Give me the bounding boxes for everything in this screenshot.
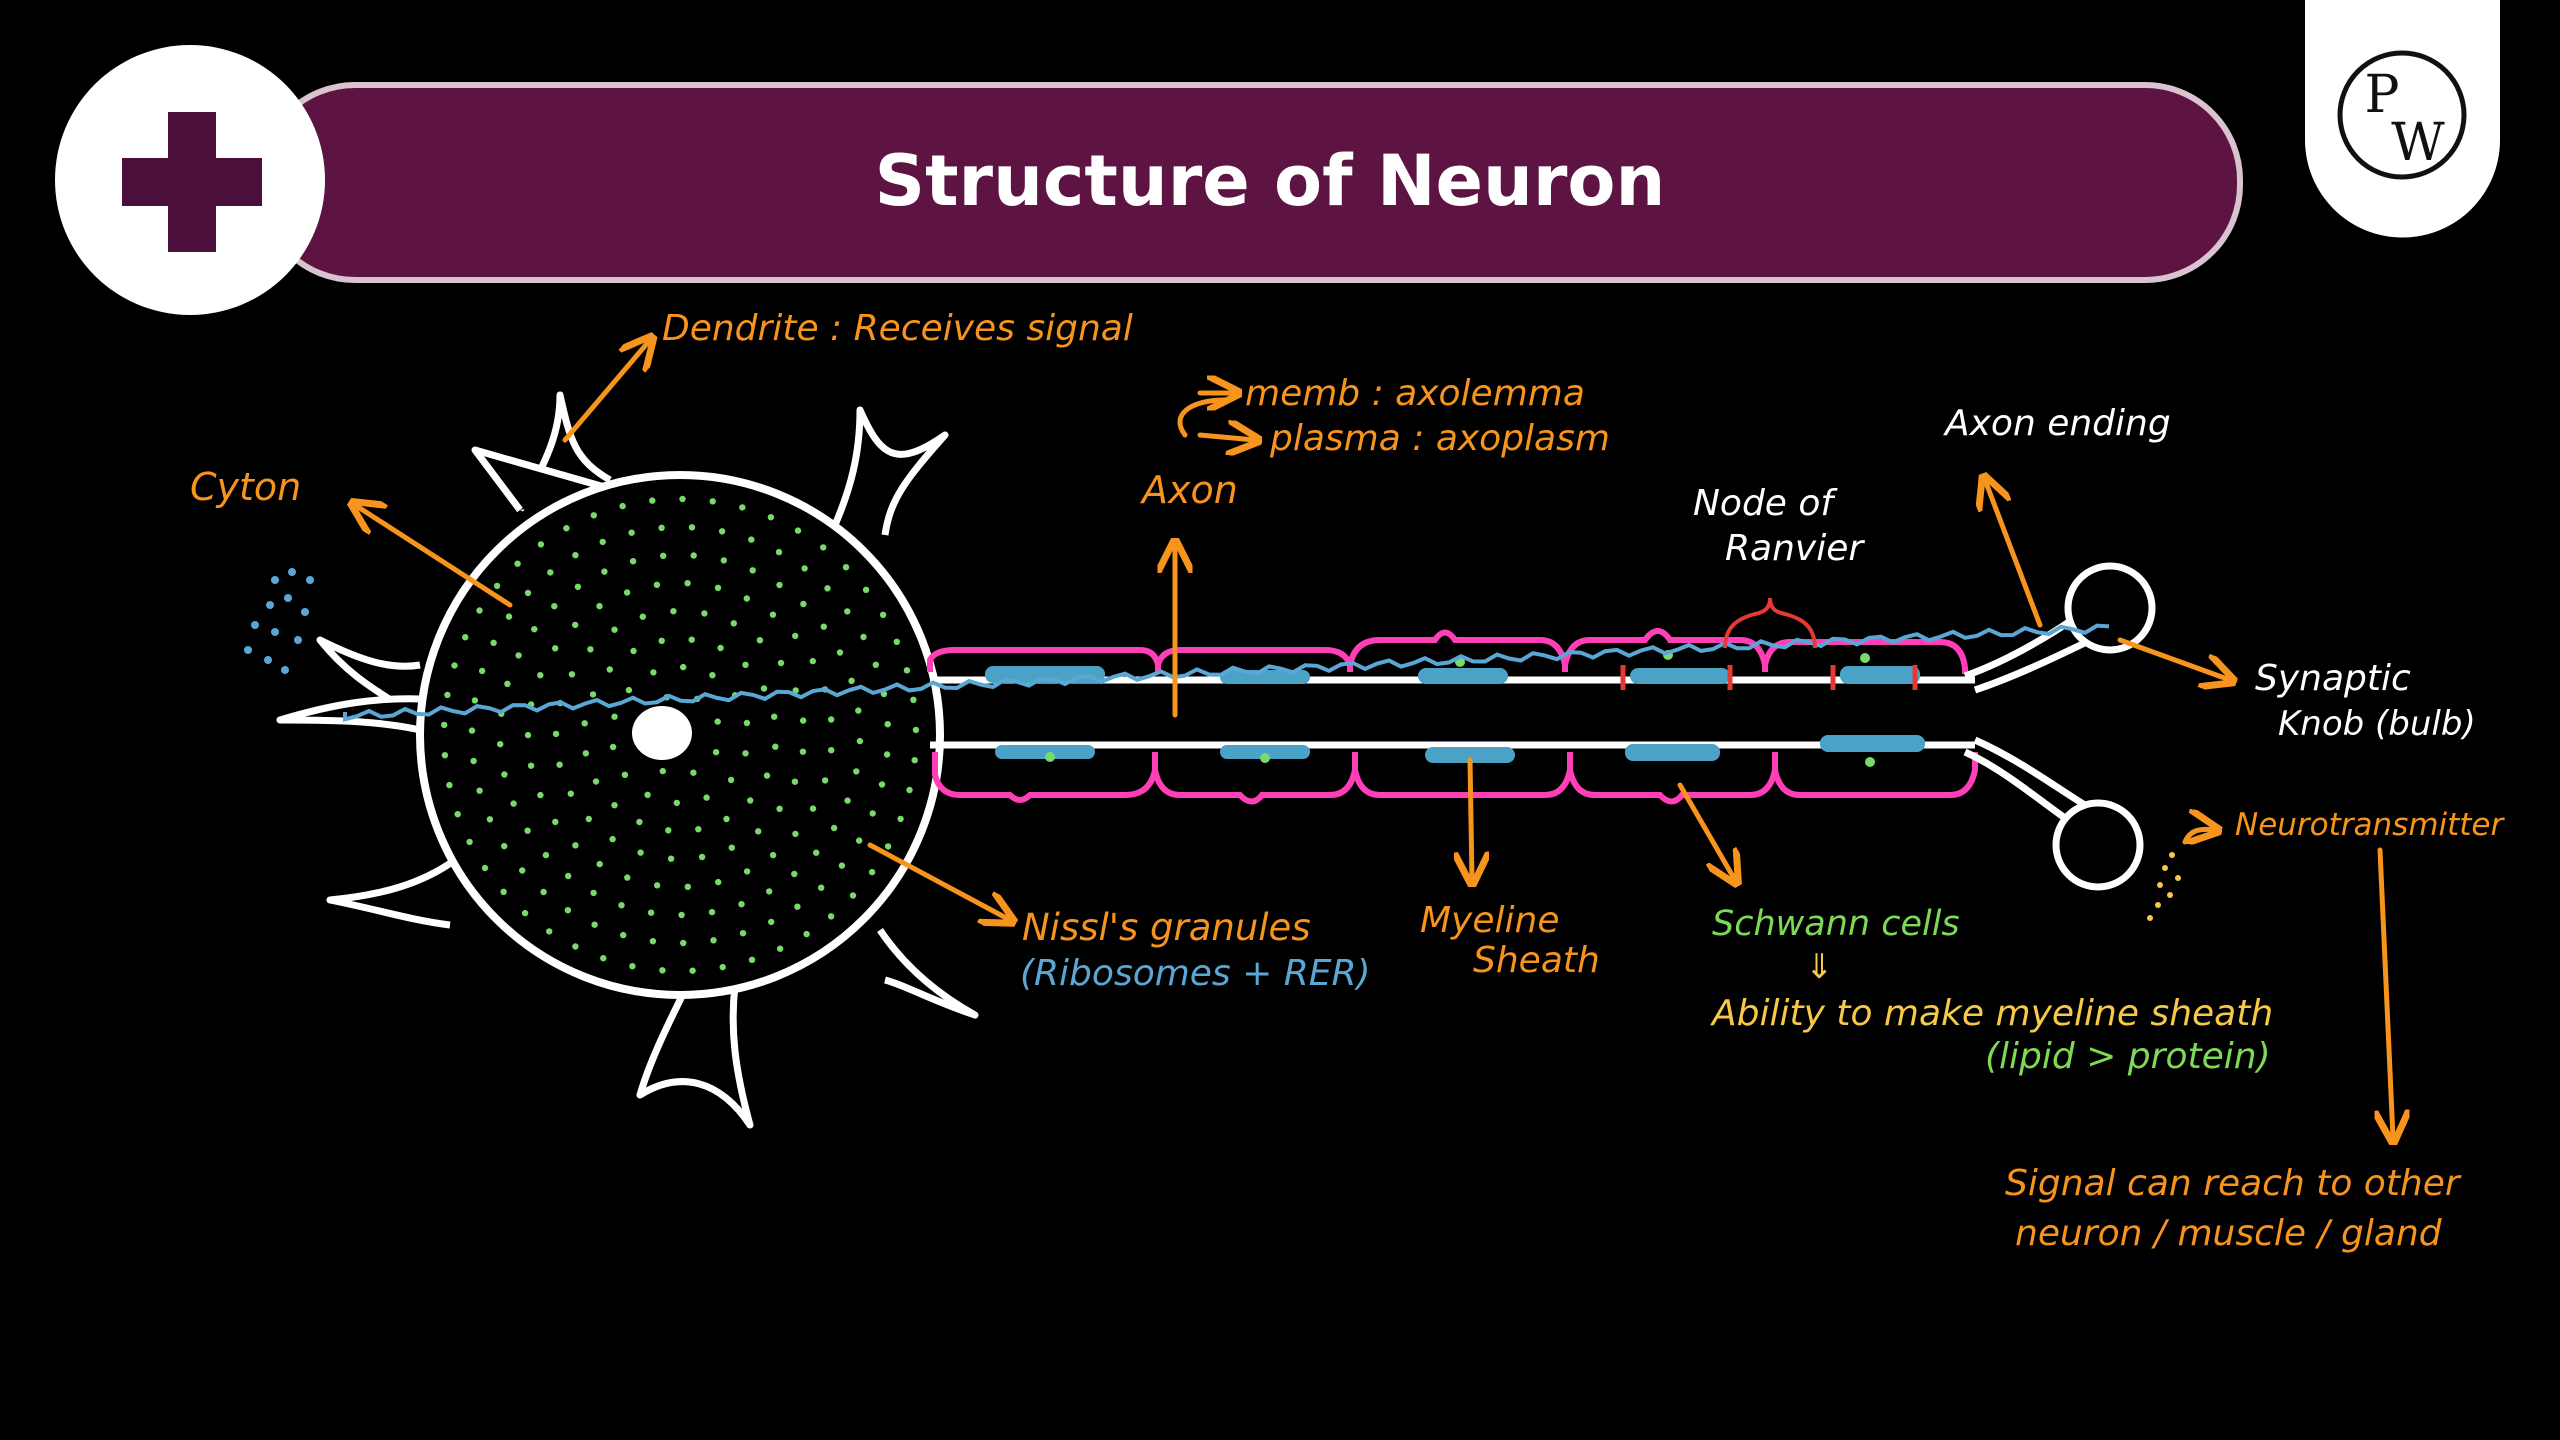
node-brace xyxy=(1723,597,1817,649)
label-ability-sub: (lipid > protein) xyxy=(1985,1036,2271,1077)
schwann-nuclei-bottom xyxy=(995,735,1925,763)
page-title: Structure of Neuron xyxy=(875,140,1666,222)
label-schwann: Schwann cells xyxy=(1712,904,1960,944)
axon-terminals xyxy=(1963,562,2156,891)
myelin-sheath-bottom xyxy=(932,752,1978,805)
label-signal-1: Signal can reach to other xyxy=(2005,1163,2462,1204)
annotation-arrows xyxy=(355,340,2393,1138)
label-schwann-arrow: ⇓ xyxy=(1805,947,1834,987)
label-axon-plasma: plasma : axoplasm xyxy=(1269,418,1610,459)
label-cyton: Cyton xyxy=(190,465,301,509)
label-dendrite: Dendrite : Receives signal xyxy=(662,308,1133,349)
svg-text:P: P xyxy=(2365,65,2400,125)
neurotransmitter-dots xyxy=(2147,852,2181,921)
label-neurotransmitter: Neurotransmitter xyxy=(2235,807,2506,843)
label-axon-memb: memb : axolemma xyxy=(1245,373,1585,414)
svg-text:W: W xyxy=(2391,113,2445,173)
nucleus xyxy=(632,706,692,760)
label-axon-ending: Axon ending xyxy=(1943,403,2171,444)
label-node-2: Ranvier xyxy=(1725,528,1865,569)
node-marks xyxy=(1620,665,1918,690)
nissl-granules xyxy=(441,495,920,974)
label-nissl: Nissl's granules xyxy=(1022,906,1311,949)
label-nissl-sub: (Ribosomes + RER) xyxy=(1020,953,1371,994)
pw-logo: P W xyxy=(2305,0,2500,238)
myelin-sheath-top xyxy=(927,628,1968,674)
label-synaptic-2: Knob (bulb) xyxy=(2278,704,2476,744)
label-ability: Ability to make myeline sheath xyxy=(1710,993,2273,1034)
label-axon: Axon xyxy=(1139,468,1238,512)
label-myeline-1: Myeline xyxy=(1420,900,1559,941)
label-synaptic-1: Synaptic xyxy=(2255,658,2411,699)
incoming-signal-dots xyxy=(244,568,314,674)
label-signal-2: neuron / muscle / gland xyxy=(2015,1213,2443,1254)
label-myeline-2: Sheath xyxy=(1473,940,1600,981)
axon xyxy=(343,562,2156,891)
labels: Dendrite : Receives signal Cyton memb : … xyxy=(190,308,2506,1254)
label-node-1: Node of xyxy=(1693,483,1838,524)
plus-icon xyxy=(122,112,262,252)
title-banner: Structure of Neuron xyxy=(55,45,2243,315)
